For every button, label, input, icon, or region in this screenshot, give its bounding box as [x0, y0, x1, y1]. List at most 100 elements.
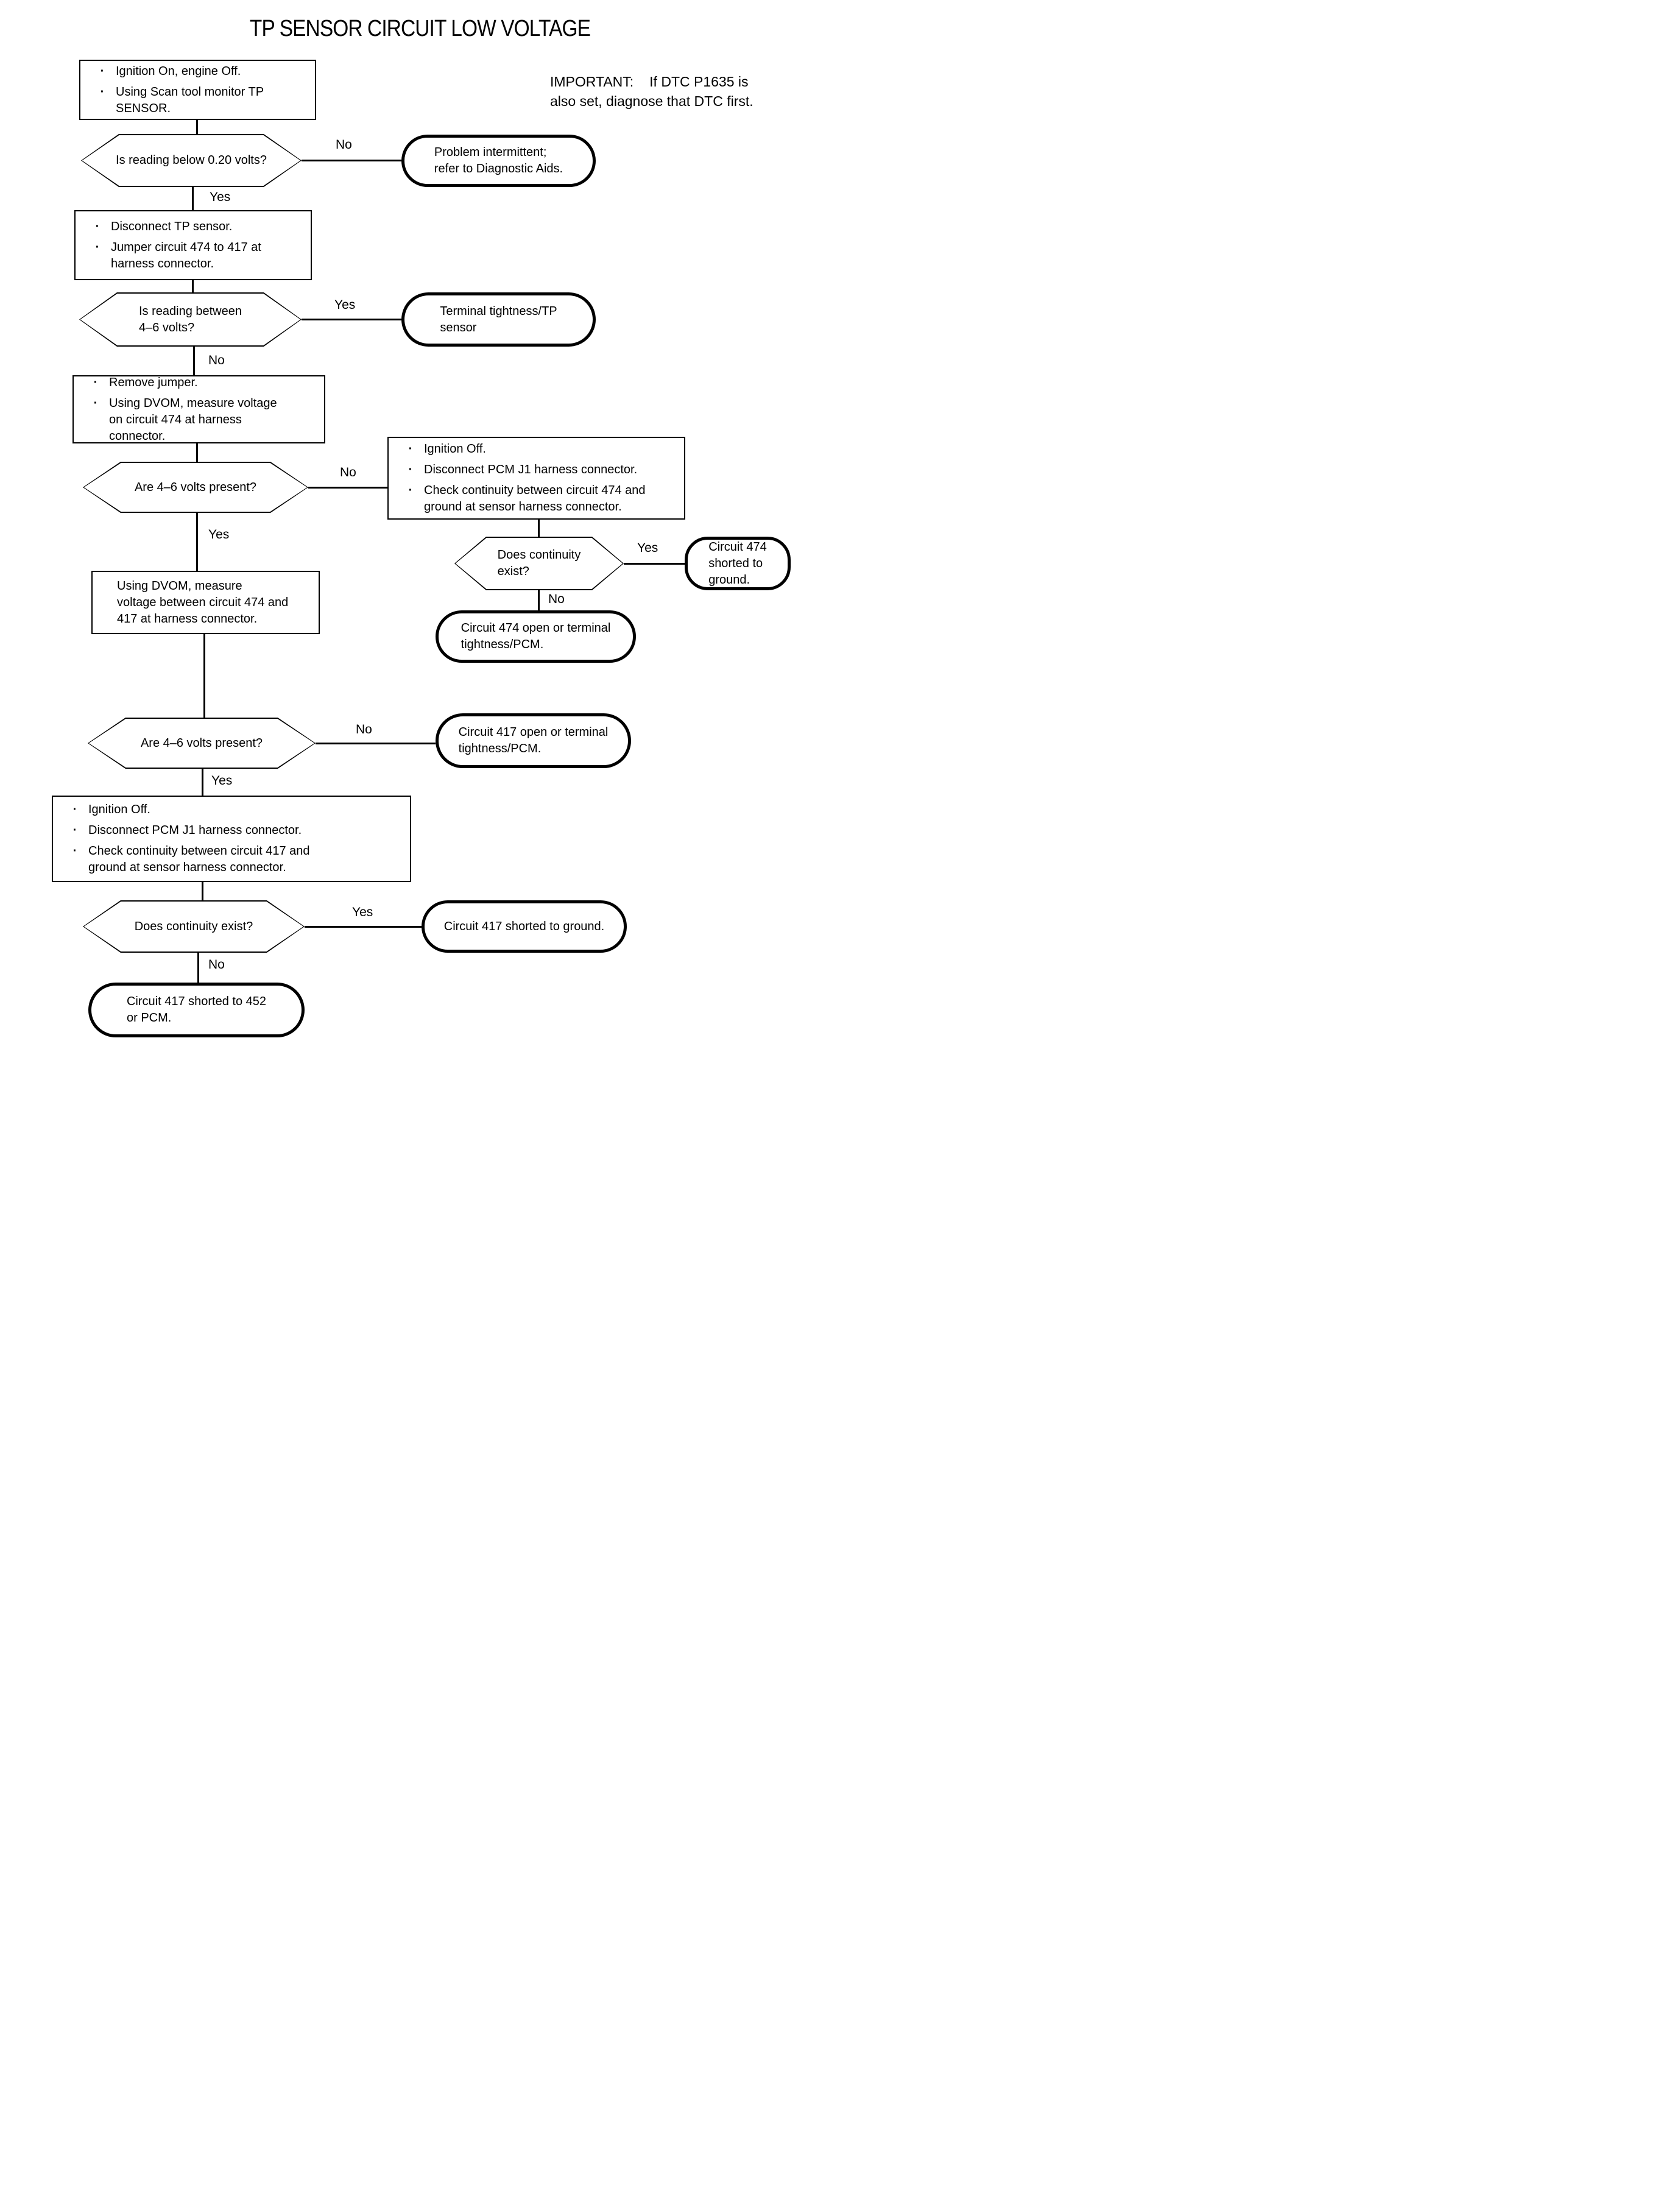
- bullet-text: Jumper circuit 474 to 417 at harness con…: [111, 240, 261, 270]
- terminal-text-line: Problem intermittent;: [434, 146, 547, 159]
- bullet-text: Remove jumper.: [109, 375, 198, 389]
- important-text1: If DTC P1635 is: [649, 74, 749, 90]
- bullet-icon: [74, 375, 109, 391]
- process-box-check-417: Ignition Off. Disconnect PCM J1 harness …: [52, 796, 411, 882]
- decision-text-line: Is reading below 0.20 volts?: [116, 154, 267, 167]
- connector: [302, 319, 401, 320]
- decision-reading-below-020: Is reading below 0.20 volts?: [81, 134, 302, 187]
- terminal-text-line: Circuit 417 shorted to 452: [126, 995, 267, 1008]
- decision-text-line: 4–6 volts?: [138, 320, 195, 334]
- edge-label-no: No: [208, 958, 225, 972]
- connector: [196, 120, 198, 134]
- process-box-start: Ignition On, engine Off. Using Scan tool…: [79, 60, 316, 120]
- connector: [202, 882, 203, 900]
- connector: [538, 520, 540, 537]
- connector: [624, 563, 685, 565]
- process-text-line: Using DVOM, measure: [117, 579, 242, 593]
- bullet-item: Using Scan tool monitor TP SENSOR.: [80, 84, 315, 117]
- bullet-icon: [74, 395, 109, 412]
- hexagon-fill: [89, 719, 314, 768]
- terminal-text-line: or PCM.: [126, 1011, 172, 1025]
- bullet-item: Using DVOM, measure voltage on circuit 4…: [74, 395, 324, 445]
- terminal-text-line: ground.: [708, 573, 750, 587]
- process-text-line: 417 at harness connector.: [117, 612, 258, 626]
- connector: [196, 443, 198, 462]
- terminal-474-shorted-ground: Circuit 474 shorted to ground.: [685, 537, 791, 590]
- terminal-text-line: shorted to: [708, 556, 763, 570]
- decision-text-line: exist?: [497, 565, 529, 578]
- terminal-text-line: Terminal tightness/TP: [440, 304, 557, 318]
- hexagon-fill: [84, 902, 303, 951]
- page-title: TP SENSOR CIRCUIT LOW VOLTAGE: [249, 16, 591, 41]
- terminal-text-line: refer to Diagnostic Aids.: [434, 162, 563, 175]
- bullet-icon: [53, 822, 88, 839]
- decision-text-line: Are 4–6 volts present?: [134, 480, 257, 494]
- connector: [192, 187, 194, 210]
- terminal-417-shorted-452: Circuit 417 shorted to 452 or PCM.: [88, 983, 305, 1037]
- important-note-line1: IMPORTANT: If DTC P1635 is: [550, 72, 818, 91]
- decision-volts-present-1: Are 4–6 volts present?: [83, 462, 308, 513]
- decision-text: Are 4–6 volts present?: [88, 718, 316, 769]
- edge-label-no: No: [340, 465, 356, 479]
- process-box-jumper: Disconnect TP sensor. Jumper circuit 474…: [74, 210, 312, 280]
- decision-continuity-1: Does continuity exist?: [454, 537, 624, 590]
- important-label: IMPORTANT:: [550, 74, 634, 90]
- decision-text-line: Does continuity exist?: [134, 919, 253, 933]
- bullet-text: Ignition Off.: [88, 803, 150, 816]
- decision-text-lines: Is reading between 4–6 volts?: [139, 303, 242, 336]
- bullet-icon: [76, 239, 111, 256]
- bullet-item: Ignition Off.: [389, 441, 684, 457]
- bullet-item: Jumper circuit 474 to 417 at harness con…: [76, 239, 311, 272]
- bullet-item: Remove jumper.: [74, 375, 324, 391]
- hexagon-fill: [456, 538, 623, 589]
- terminal-problem-intermittent: Problem intermittent; refer to Diagnosti…: [401, 135, 596, 187]
- bullet-icon: [389, 462, 424, 478]
- terminal-text: Problem intermittent; refer to Diagnosti…: [434, 144, 563, 177]
- edge-label-yes: Yes: [210, 190, 231, 204]
- bullet-item: Ignition Off.: [53, 802, 410, 818]
- important-text2: also set, diagnose that DTC first.: [550, 93, 754, 109]
- connector: [193, 347, 195, 375]
- edge-label-yes: Yes: [208, 528, 230, 542]
- terminal-417-open: Circuit 417 open or terminal tightness/P…: [436, 713, 631, 768]
- connector: [316, 743, 436, 744]
- decision-reading-4-6: Is reading between 4–6 volts?: [79, 292, 302, 347]
- bullet-item: Check continuity between circuit 417 and…: [53, 843, 410, 876]
- terminal-text-line: tightness/PCM.: [461, 638, 544, 651]
- connector: [192, 280, 194, 292]
- bullet-text: Disconnect PCM J1 harness connector.: [88, 824, 302, 837]
- connector: [538, 590, 540, 610]
- decision-text: Are 4–6 volts present?: [83, 462, 308, 513]
- decision-text: Does continuity exist?: [83, 900, 305, 953]
- process-text-line: voltage between circuit 474 and: [117, 595, 289, 609]
- connector: [203, 634, 205, 718]
- terminal-text: Terminal tightness/TP sensor: [440, 303, 557, 336]
- decision-text: Does continuity exist?: [454, 537, 624, 590]
- bullet-icon: [389, 482, 424, 499]
- bullet-text: Ignition Off.: [424, 442, 486, 456]
- edge-label-no: No: [336, 138, 352, 152]
- bullet-icon: [80, 63, 116, 80]
- connector: [197, 953, 199, 983]
- terminal-text: Circuit 474 shorted to ground.: [708, 539, 767, 588]
- terminal-tightness-tp-sensor: Terminal tightness/TP sensor: [401, 292, 596, 347]
- bullet-icon: [53, 802, 88, 818]
- connector: [308, 487, 387, 489]
- hexagon-fill: [80, 294, 300, 345]
- terminal-text-line: Circuit 417 shorted to ground.: [443, 919, 605, 933]
- decision-text: Is reading between 4–6 volts?: [79, 292, 302, 347]
- bullet-text: Disconnect TP sensor.: [111, 219, 233, 233]
- hexagon-fill: [84, 463, 307, 512]
- edge-label-no: No: [548, 592, 565, 606]
- bullet-text: Ignition On, engine Off.: [116, 64, 241, 78]
- bullet-item: Check continuity between circuit 474 and…: [389, 482, 684, 515]
- decision-continuity-2: Does continuity exist?: [83, 900, 305, 953]
- flowchart-page: { "page": { "title": "TP SENSOR CIRCUIT …: [0, 0, 840, 1105]
- process-box-remove-jumper: Remove jumper. Using DVOM, measure volta…: [72, 375, 325, 443]
- decision-text-lines: Does continuity exist?: [498, 547, 581, 580]
- hexagon-fill: [82, 135, 300, 186]
- connector: [196, 513, 198, 571]
- bullet-text: Using Scan tool monitor TP SENSOR.: [116, 85, 264, 115]
- bullet-item: Disconnect TP sensor.: [76, 219, 311, 235]
- bullet-item: Disconnect PCM J1 harness connector.: [389, 462, 684, 478]
